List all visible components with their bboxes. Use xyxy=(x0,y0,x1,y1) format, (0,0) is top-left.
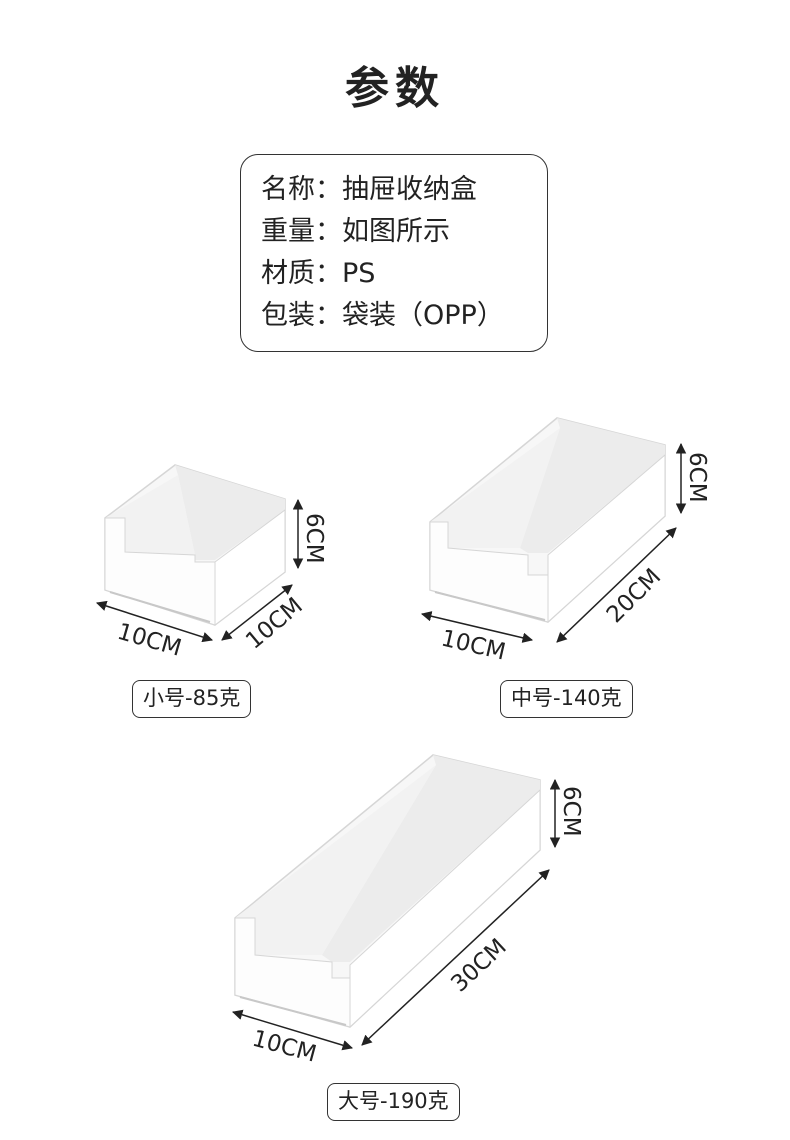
large-height-dim: 6CM xyxy=(558,786,584,837)
large-box-image xyxy=(234,754,541,1029)
spec-label-weight: 重量： xyxy=(261,216,342,247)
spec-row-weight: 重量：如图所示 xyxy=(261,211,547,253)
page-title: 参数 xyxy=(345,63,445,114)
medium-depth-dim: 20CM xyxy=(602,564,666,628)
small-depth-dim: 10CM xyxy=(241,593,308,655)
spec-value-weight: 如图所示 xyxy=(342,216,450,247)
spec-value-name: 抽屉收纳盒 xyxy=(342,174,477,205)
small-height-dim: 6CM xyxy=(301,513,327,564)
spec-label-name: 名称： xyxy=(261,174,342,205)
spec-box: 名称：抽屉收纳盒 重量：如图所示 材质：PS 包装：袋装（OPP） xyxy=(240,154,548,352)
medium-height-dim: 6CM xyxy=(684,452,710,503)
spec-value-packaging: 袋装（OPP） xyxy=(342,300,504,331)
spec-label-packaging: 包装： xyxy=(261,300,342,331)
spec-row-packaging: 包装：袋装（OPP） xyxy=(261,295,547,337)
spec-row-material: 材质：PS xyxy=(261,253,547,295)
spec-label-material: 材质： xyxy=(261,258,342,289)
large-width-dim: 10CM xyxy=(249,1026,319,1068)
small-size-label: 小号-85克 xyxy=(132,680,252,718)
spec-value-material: PS xyxy=(342,258,376,289)
medium-box-image xyxy=(429,417,666,624)
large-depth-dim: 30CM xyxy=(446,934,511,997)
large-size-label: 大号-190克 xyxy=(327,1083,460,1121)
medium-size-label: 中号-140克 xyxy=(500,680,633,718)
small-width-dim: 10CM xyxy=(114,619,184,662)
spec-row-name: 名称：抽屉收纳盒 xyxy=(261,169,547,211)
small-box-image xyxy=(104,464,286,627)
